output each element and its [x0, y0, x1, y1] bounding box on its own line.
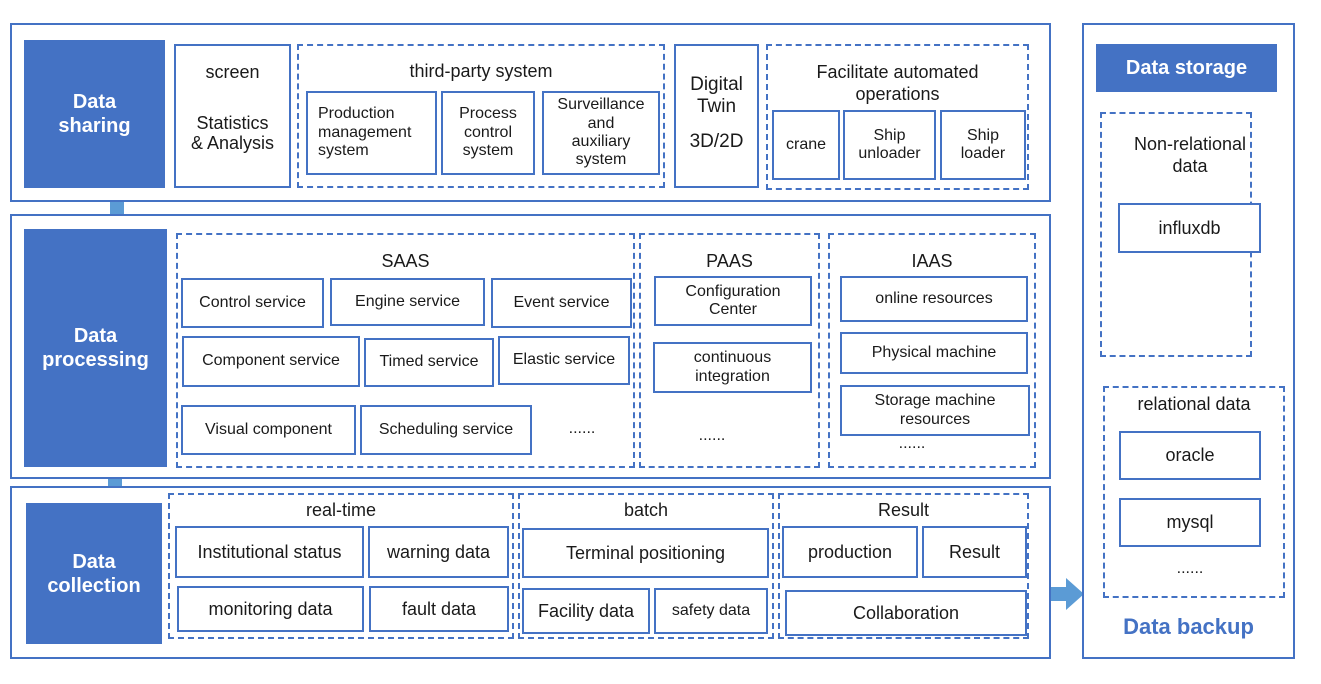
- paas-group: [639, 233, 820, 468]
- automation-title: Facilitate automated operations: [816, 62, 979, 104]
- influxdb-box: influxdb: [1118, 203, 1261, 253]
- data-sharing-label: Data sharing: [24, 40, 165, 188]
- production-box: production: [782, 526, 918, 578]
- ship-loader-box: Ship loader: [940, 110, 1026, 180]
- digital-twin-title: Digital Twin: [690, 74, 743, 117]
- relational-more: ......: [1176, 560, 1204, 578]
- process-control-box: Process control system: [441, 91, 535, 175]
- screen-label: screen: [205, 62, 260, 82]
- crane-box: crane: [772, 110, 840, 180]
- component-service-box: Component service: [182, 336, 360, 387]
- physical-machine-box: Physical machine: [840, 332, 1028, 374]
- screen-box: screen Statistics & Analysis: [174, 44, 291, 188]
- oracle-box: oracle: [1119, 431, 1261, 480]
- data-collection-label: Data collection: [26, 503, 162, 644]
- iaas-group: [828, 233, 1036, 468]
- data-storage-title: Data storage: [1096, 44, 1277, 92]
- result-box: Result: [922, 526, 1027, 578]
- event-service-box: Event service: [491, 278, 632, 328]
- third-party-group: [297, 44, 665, 188]
- paas-title: PAAS: [706, 251, 753, 272]
- data-processing-label: Data processing: [24, 229, 167, 467]
- result-group: [778, 493, 1029, 639]
- fault-data-box: fault data: [369, 586, 509, 632]
- digital-twin-box: Digital Twin 3D/2D: [674, 44, 759, 188]
- saas-group: [176, 233, 635, 468]
- digital-twin-sub: 3D/2D: [689, 130, 744, 152]
- scheduling-service-box: Scheduling service: [360, 405, 532, 455]
- stats-label: Statistics & Analysis: [190, 112, 275, 154]
- safety-data-box: safety data: [654, 588, 768, 634]
- realtime-title: real-time: [305, 500, 376, 521]
- data-storage-panel: [1082, 23, 1295, 659]
- batch-title: batch: [623, 500, 669, 521]
- data-backup-label: Data backup: [1123, 613, 1254, 639]
- facility-data-box: Facility data: [522, 588, 650, 634]
- paas-more: ......: [698, 427, 726, 445]
- terminal-positioning-box: Terminal positioning: [522, 528, 769, 578]
- saas-more: ......: [568, 420, 596, 438]
- automation-group: [766, 44, 1029, 190]
- control-service-box: Control service: [181, 278, 324, 328]
- batch-group: [518, 493, 774, 639]
- mysql-box: mysql: [1119, 498, 1261, 547]
- realtime-group: [168, 493, 514, 639]
- surveillance-box: Surveillance and auxiliary system: [542, 91, 660, 175]
- collaboration-box: Collaboration: [785, 590, 1027, 636]
- monitoring-data-box: monitoring data: [177, 586, 364, 632]
- nonrelational-title: Non-relational data: [1133, 134, 1247, 176]
- relational-group: [1103, 386, 1285, 598]
- institutional-status-box: Institutional status: [175, 526, 364, 578]
- iaas-title: IAAS: [911, 251, 953, 272]
- saas-title: SAAS: [381, 251, 430, 272]
- third-party-title: third-party system: [409, 61, 553, 82]
- warning-data-box: warning data: [368, 526, 509, 578]
- storage-machine-box: Storage machine resources: [840, 385, 1030, 436]
- result-title: Result: [877, 500, 930, 521]
- relational-title: relational data: [1137, 394, 1251, 415]
- online-resources-box: online resources: [840, 276, 1028, 322]
- production-system-box: Production management system: [306, 91, 437, 175]
- engine-service-box: Engine service: [330, 278, 485, 326]
- iaas-more: ......: [898, 435, 926, 453]
- configuration-center-box: Configuration Center: [654, 276, 812, 326]
- timed-service-box: Timed service: [364, 338, 494, 387]
- visual-component-box: Visual component: [181, 405, 356, 455]
- continuous-integration-box: continuous integration: [653, 342, 812, 393]
- elastic-service-box: Elastic service: [498, 336, 630, 385]
- ship-unloader-box: Ship unloader: [843, 110, 936, 180]
